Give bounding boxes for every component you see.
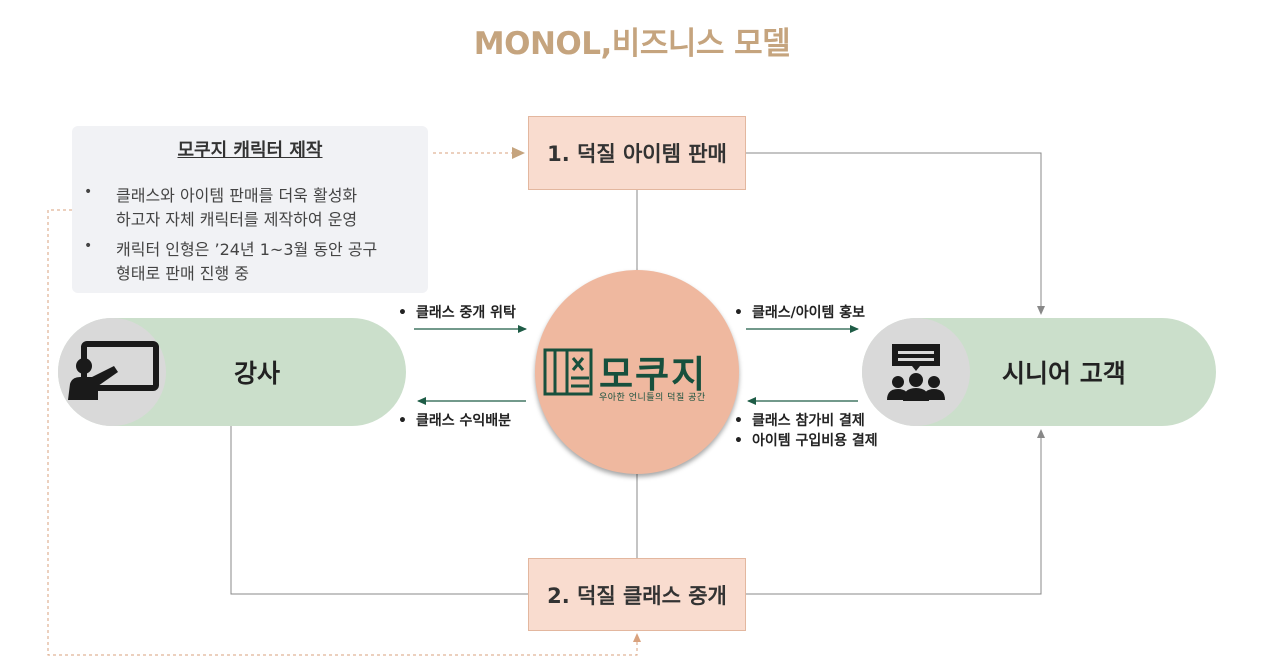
callout-to-bottom-dashed-arrow	[47, 209, 641, 656]
flow-label-right-bottom-1: • 클래스 참가비 결제	[734, 410, 865, 430]
callout-bullet: • 캐릭터 인형은 ’24년 1~3월 동안 공구 형태로 판매 진행 중	[84, 238, 424, 286]
mokuji-brand-circle: 모쿠지 우아한 언니들의 덕질 공간	[535, 270, 739, 474]
bullet-glyph: •	[398, 305, 407, 321]
callout-bullet: • 클래스와 아이템 판매를 더욱 활성화 하고자 자체 캐릭터를 제작하여 운…	[84, 184, 424, 232]
customer-icon-circle	[862, 318, 970, 426]
audience-icon	[887, 344, 945, 401]
character-callout: 모쿠지 캐릭터 제작 • 클래스와 아이템 판매를 더욱 활성화 하고자 자체 …	[72, 126, 428, 293]
flow-label-right-top: • 클래스/아이템 홍보	[734, 302, 865, 322]
brand-tagline: 우아한 언니들의 덕질 공간	[599, 393, 706, 403]
flow-label-left-bottom: • 클래스 수익배분	[398, 410, 511, 430]
top-to-customer-connector	[746, 152, 1045, 315]
flow-text: 클래스 수익배분	[416, 413, 512, 429]
flow-text: 클래스 중개 위탁	[416, 305, 516, 321]
bullet-line: 하고자 자체 캐릭터를 제작하여 운영	[116, 210, 358, 229]
page-title: MONOL,비즈니스 모델	[473, 26, 791, 62]
flow-text: 클래스 참가비 결제	[752, 413, 865, 429]
bullet-glyph: •	[84, 238, 93, 254]
bullet-line: 캐릭터 인형은 ’24년 1~3월 동안 공구	[116, 240, 378, 259]
bottom-to-customer-connector	[746, 429, 1045, 595]
flow-label-left-top: • 클래스 중개 위탁	[398, 302, 516, 322]
bullet-glyph: •	[734, 413, 743, 429]
instructor-to-bottom-connector	[230, 426, 528, 595]
flow-text: 아이템 구입비용 결제	[752, 433, 878, 449]
callout-bullet-list: • 클래스와 아이템 판매를 더욱 활성화 하고자 자체 캐릭터를 제작하여 운…	[84, 184, 424, 286]
customer-label: 시니어 고객	[1002, 359, 1126, 388]
class-brokerage-label: 2. 덕질 클래스 중개	[547, 583, 727, 608]
customer-pill: 시니어 고객	[862, 318, 1216, 426]
instructor-icon-circle	[58, 318, 166, 426]
instructor-label: 강사	[234, 359, 281, 388]
bullet-glyph: •	[734, 305, 743, 321]
flow-label-right-bottom-2: • 아이템 구입비용 결제	[734, 430, 878, 450]
flow-text: 클래스/아이템 홍보	[752, 305, 866, 321]
bullet-glyph: •	[84, 184, 93, 200]
bullet-glyph: •	[734, 433, 743, 449]
bullet-line: 형태로 판매 진행 중	[116, 264, 250, 283]
teacher-icon	[68, 341, 159, 400]
brand-name: 모쿠지	[599, 353, 708, 396]
mokuji-logo-icon	[543, 348, 593, 396]
bullet-glyph: •	[398, 413, 407, 429]
instructor-pill: 강사	[58, 318, 406, 426]
item-sales-label: 1. 덕질 아이템 판매	[547, 142, 727, 166]
class-brokerage-box: 2. 덕질 클래스 중개	[528, 558, 746, 631]
bullet-line: 클래스와 아이템 판매를 더욱 활성화	[116, 186, 358, 205]
item-sales-box: 1. 덕질 아이템 판매	[528, 116, 746, 190]
callout-title: 모쿠지 캐릭터 제작	[177, 140, 323, 161]
